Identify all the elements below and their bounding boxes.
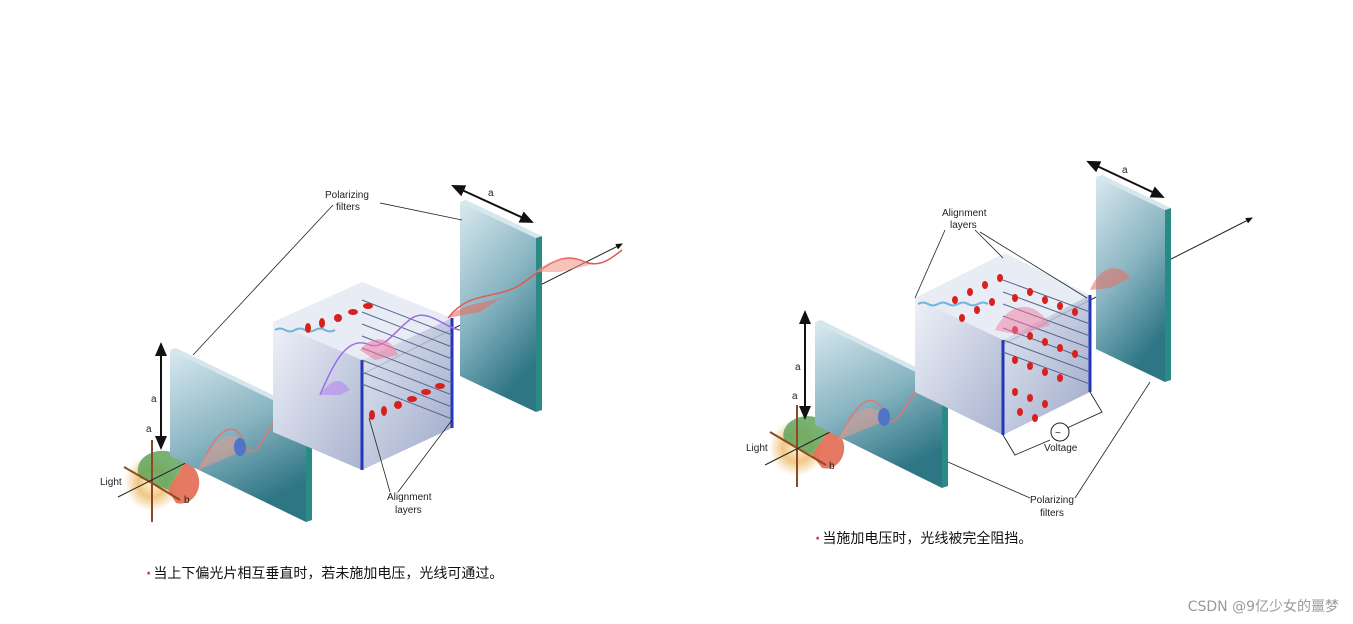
left-axis-b-label: b [184,495,190,506]
right-polarizer-front [815,320,948,488]
left-light-label: Light [100,477,122,488]
right-voltage-circuit: ~ Voltage [1002,391,1103,456]
left-caption: ·当上下偏光片相互垂直时，若未施加电压，光线可通过。 [146,563,503,583]
left-axis-a-small: a [146,424,152,435]
right-voltage-symbol: ~ [1055,428,1061,439]
watermark: CSDN @9亿少女的噩梦 [1187,599,1339,615]
left-axis-a-label: a [151,394,157,405]
left-caption-text: 当上下偏光片相互垂直时，若未施加电压，光线可通过。 [153,566,504,582]
right-axis-a-horizontal-arrow [1086,160,1165,198]
right-axis-a-label: a [795,362,801,373]
right-axis-a-small: a [792,391,798,402]
right-lc-cell [915,253,1092,435]
right-light-label: Light [746,443,768,454]
right-caption: ·当施加电压时，光线被完全阻挡。 [815,528,1032,548]
left-polarizing-label-2: filters [336,202,360,213]
left-alignment-label-2: layers [395,505,422,516]
right-caption-text: 当施加电压时，光线被完全阻挡。 [822,531,1033,547]
left-alignment-label-1: Alignment [387,492,432,503]
right-light-source [769,405,845,487]
right-polarizing-label-1: Polarizing [1030,495,1074,506]
right-caption-bullet: · [815,531,821,547]
right-axis-a-top-label: a [1122,165,1128,176]
left-light-source [123,440,200,522]
left-axis-a-top-label: a [488,188,494,199]
right-polarizing-label-2: filters [1040,508,1064,519]
right-alignment-label-1: Alignment [942,208,987,219]
right-alignment-label-2: layers [950,220,977,231]
right-voltage-label: Voltage [1044,443,1078,454]
left-polarizing-label-1: Polarizing [325,190,369,201]
right-axis-b-label: b [829,461,835,472]
right-diagram: a [746,160,1253,519]
left-lc-cell [273,282,461,470]
left-diagram: a [100,185,623,522]
left-caption-bullet: · [146,566,152,582]
left-axis-a-horizontal-arrow [451,185,534,223]
